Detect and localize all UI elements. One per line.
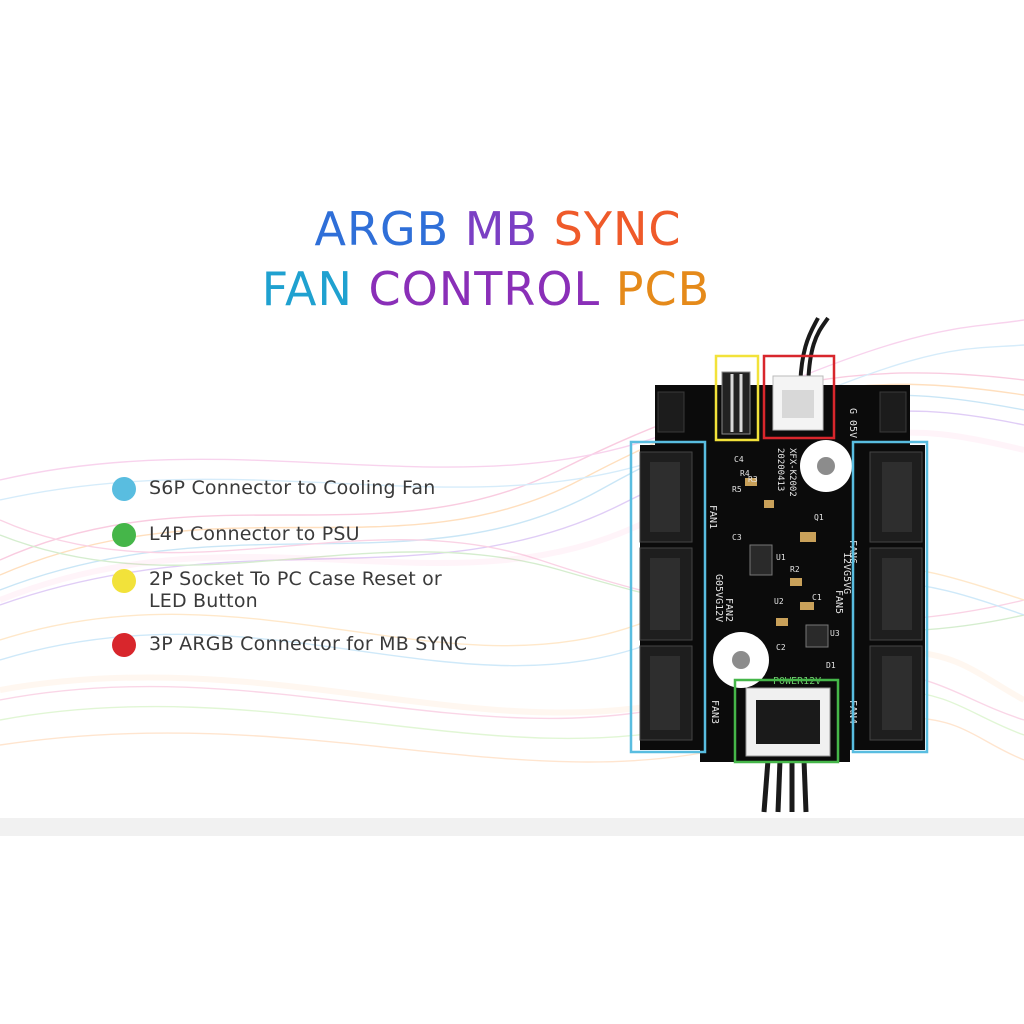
- title-line-2: FAN CONTROL PCB: [0, 266, 998, 312]
- highlight-fan-left: [629, 440, 707, 754]
- label-u1: U1: [776, 553, 786, 562]
- title-word: CONTROL: [368, 262, 616, 316]
- label-c1: C1: [812, 593, 822, 602]
- corner-connector: [879, 391, 907, 433]
- label-date: 20200413: [775, 448, 785, 491]
- label-r5: R5: [732, 485, 742, 494]
- label-r4: R4: [740, 469, 750, 478]
- highlight-reset: [714, 354, 760, 442]
- label-r3: R3: [748, 475, 758, 484]
- legend-label: 2P Socket To PC Case Reset or: [149, 568, 442, 590]
- legend-label-continued: LED Button: [149, 590, 258, 612]
- highlight-fan-right: [851, 440, 929, 754]
- label-c3: C3: [732, 533, 742, 542]
- legend-label: 3P ARGB Connector for MB SYNC: [149, 633, 468, 655]
- yellow-dot-icon: [112, 569, 136, 593]
- green-dot-icon: [112, 523, 136, 547]
- reset-pin-header: [721, 371, 751, 435]
- label-u2: U2: [774, 597, 784, 606]
- red-dot-icon: [112, 633, 136, 657]
- label-c4: C4: [734, 455, 744, 464]
- chip-u1: [749, 544, 773, 576]
- title-word: MB: [464, 202, 554, 256]
- title-word: SYNC: [553, 202, 682, 256]
- highlight-psu: [733, 678, 840, 764]
- bottom-strip: [0, 818, 1024, 836]
- label-r2: R2: [790, 565, 800, 574]
- title-word: FAN: [261, 262, 369, 316]
- chip-u3: [805, 624, 829, 648]
- fan-connectors-right: [869, 451, 923, 741]
- label-c2: C2: [776, 643, 786, 652]
- corner-connector: [657, 391, 685, 433]
- highlight-argb: [762, 354, 836, 440]
- legend-label: L4P Connector to PSU: [149, 523, 360, 545]
- label-power: POWER12V: [773, 676, 821, 687]
- legend-label: S6P Connector to Cooling Fan: [149, 477, 436, 499]
- power-cables: [761, 759, 809, 813]
- pcb-illustration: FAN1 FAN2 FAN3 FAN4 FAN5 FAN6 POWER12V X…: [629, 316, 929, 813]
- label-fan2: FAN2: [723, 598, 734, 622]
- label-fan3: FAN3: [709, 700, 720, 724]
- label-top-right: G 05V: [847, 408, 858, 438]
- label-model: XFX-K2002: [787, 448, 797, 497]
- label-q1: Q1: [814, 513, 824, 522]
- label-pins-left: G05VG12V: [713, 574, 724, 622]
- label-fan5: FAN5: [833, 590, 844, 614]
- cyan-dot-icon: [112, 477, 136, 501]
- label-d1: D1: [826, 661, 836, 670]
- title-word: ARGB: [314, 202, 465, 256]
- fan-connectors-left: [639, 451, 693, 741]
- label-pins-right: 12VG5VG: [841, 552, 852, 594]
- label-fan1: FAN1: [707, 505, 718, 529]
- title-word: PCB: [615, 262, 711, 316]
- title-line-1: ARGB MB SYNC: [0, 206, 1010, 252]
- label-u3: U3: [830, 629, 840, 638]
